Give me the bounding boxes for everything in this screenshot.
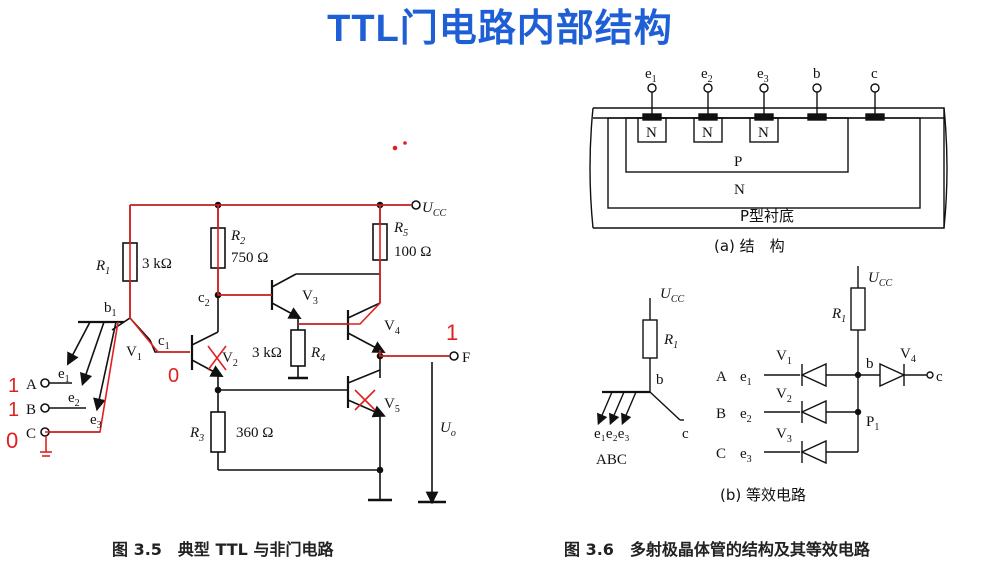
label-b-ucc: UCC xyxy=(660,286,685,305)
label-b-emitters: e₁e₂e₃ xyxy=(594,426,630,442)
label-eq-c-in: C xyxy=(716,446,726,462)
p-region xyxy=(625,117,849,173)
label-eq-e1: e1 xyxy=(740,369,752,388)
caption-a: (a) 结 构 xyxy=(714,237,785,255)
label-c1: c1 xyxy=(158,333,170,352)
label-e1: e1 xyxy=(58,366,70,385)
label-r1-value: 3 kΩ xyxy=(142,256,172,272)
input-a-terminal xyxy=(40,378,50,388)
annot-c-zero: 0 xyxy=(6,428,18,453)
caption-fig35: 图 3.5 典型 TTL 与非门电路 xyxy=(112,540,334,559)
page-title: TTL门电路内部结构 xyxy=(327,8,673,50)
label-eq-b-in: B xyxy=(716,406,726,422)
label-v2: V2 xyxy=(222,350,238,369)
label-r2-value: 750 Ω xyxy=(231,250,268,266)
annot-v2-zero: 0 xyxy=(168,365,179,387)
label-b1: b1 xyxy=(104,300,117,319)
label-eq-ucc: UCC xyxy=(868,270,893,289)
fig36b-symbol xyxy=(597,298,684,426)
label-eq-v3: V3 xyxy=(776,426,792,445)
label-a-e1: e1 xyxy=(645,66,657,85)
caption-fig36: 图 3.6 多射极晶体管的结构及其等效电路 xyxy=(564,540,870,559)
label-uo: Uo xyxy=(440,420,456,439)
substrate-outline xyxy=(593,107,945,229)
label-eq-a: A xyxy=(716,369,727,385)
label-n1: N xyxy=(646,125,657,141)
label-v4: V4 xyxy=(384,318,400,337)
annot-b-one: 1 xyxy=(8,399,19,421)
diode-v2 xyxy=(800,399,827,425)
label-n3: N xyxy=(758,125,769,141)
label-b-r1: R1 xyxy=(663,332,678,351)
label-r5-value: 100 Ω xyxy=(394,244,431,260)
label-eq-c: c xyxy=(936,369,943,385)
fig36b-equivalent xyxy=(764,266,934,465)
label-b-abc: ABC xyxy=(596,452,627,468)
label-b-b: b xyxy=(656,372,664,388)
label-r4-value: 3 kΩ xyxy=(252,345,282,361)
label-r2: R2 xyxy=(230,228,245,247)
eq-r1 xyxy=(850,287,866,331)
label-eq-b: b xyxy=(866,356,874,372)
label-b-c: c xyxy=(682,426,689,442)
label-input-a: A xyxy=(26,377,37,393)
annot-a-one: 1 xyxy=(8,375,19,397)
label-substrate: P型衬底 xyxy=(740,207,794,225)
label-v3: V3 xyxy=(302,288,318,307)
label-v1: V1 xyxy=(126,344,142,363)
ucc-terminal xyxy=(411,200,421,210)
label-eq-v2: V2 xyxy=(776,386,792,405)
label-r1: R1 xyxy=(95,258,110,277)
label-eq-v4: V4 xyxy=(900,346,916,365)
label-a-e2: e2 xyxy=(701,66,713,85)
label-p: P xyxy=(734,154,742,170)
fig36b-equivalent-labels: UCC R1 b c P1 A B C e1 e2 e3 V1 V2 V3 V4… xyxy=(716,270,943,504)
fig36a-labels: e1 e2 e3 b c N N N P N P型衬底 (a) 结 构 xyxy=(645,66,878,255)
label-eq-p1: P1 xyxy=(866,414,879,433)
diode-v3 xyxy=(800,439,827,465)
resistor-r3 xyxy=(210,411,226,453)
label-n2: N xyxy=(702,125,713,141)
symbol-r1 xyxy=(642,319,658,359)
label-eq-e3: e3 xyxy=(740,446,752,465)
label-input-b: B xyxy=(26,402,36,418)
label-ucc: UCC xyxy=(422,200,447,219)
label-v5: V5 xyxy=(384,396,400,415)
label-eq-r1: R1 xyxy=(831,306,846,325)
output-f-terminal xyxy=(449,351,459,361)
label-output-f: F xyxy=(462,350,470,366)
label-a-e3: e3 xyxy=(757,66,769,85)
label-r5: R5 xyxy=(393,220,408,239)
label-r3-value: 360 Ω xyxy=(236,425,273,441)
caption-b: (b) 等效电路 xyxy=(720,486,806,504)
diode-v4 xyxy=(879,362,906,388)
diode-v1 xyxy=(800,362,827,388)
label-eq-e2: e2 xyxy=(740,406,752,425)
label-r4: R4 xyxy=(310,345,325,364)
label-n-big: N xyxy=(734,182,745,198)
red-current-path xyxy=(40,141,450,457)
fig35-labels: UCC R1 3 kΩ R2 750 Ω R5 100 Ω 3 kΩ R4 R3… xyxy=(6,200,470,453)
label-a-b: b xyxy=(813,66,821,82)
resistor-r4 xyxy=(290,329,306,367)
fig36a-structure xyxy=(589,83,948,229)
fig36b-symbol-labels: UCC R1 b c e₁e₂e₃ ABC xyxy=(594,286,689,468)
input-b-terminal xyxy=(40,403,50,413)
label-a-c: c xyxy=(871,66,878,82)
label-input-c: C xyxy=(26,426,36,442)
label-eq-v1: V1 xyxy=(776,348,792,367)
label-c2: c2 xyxy=(198,290,210,309)
label-r3: R3 xyxy=(189,425,204,444)
label-e2: e2 xyxy=(68,390,80,409)
label-e3: e3 xyxy=(90,412,102,431)
annot-out-one: 1 xyxy=(446,320,458,345)
